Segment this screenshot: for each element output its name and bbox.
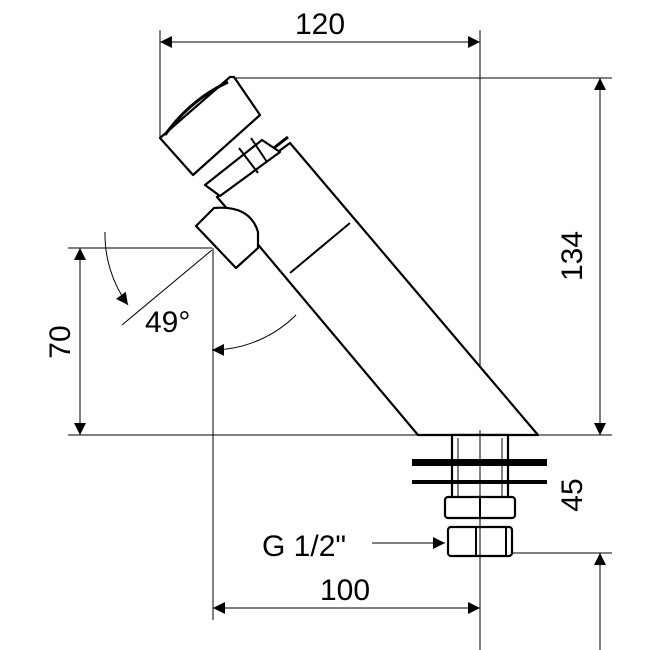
dimension-lines [74, 36, 606, 650]
dim-45: 45 [556, 478, 589, 511]
dim-70: 70 [44, 325, 77, 358]
angle-label: 49° [145, 306, 190, 339]
thread-label: G 1/2" [262, 530, 346, 563]
dim-100: 100 [320, 574, 370, 607]
dim-120: 120 [295, 8, 345, 41]
tap-body [158, 75, 540, 437]
spout [194, 206, 260, 270]
dim-134: 134 [556, 231, 589, 281]
